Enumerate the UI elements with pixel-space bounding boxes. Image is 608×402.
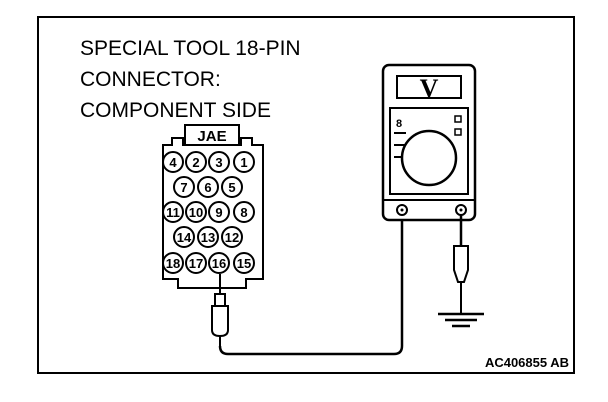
pin-2	[185, 151, 207, 173]
pin-label: 2	[192, 155, 199, 170]
pin-label: 10	[189, 205, 203, 220]
pin-13	[197, 226, 219, 248]
probe-lead-ground	[453, 215, 469, 306]
pin-row-4: 14 13 12	[173, 226, 243, 248]
probe-handle	[453, 245, 469, 283]
meter-display-symbol: V	[420, 74, 439, 103]
pin-12	[221, 226, 243, 248]
caption-line-1: SPECIAL TOOL 18-PIN	[80, 37, 301, 60]
pin-10	[185, 201, 207, 223]
connector-18-pin: JAE 4 2 3 1 7 6 5 11	[162, 124, 264, 289]
pin-label: 7	[180, 180, 187, 195]
pin-8	[233, 201, 255, 223]
pin-label: 5	[228, 180, 235, 195]
meter-selector-dial	[400, 129, 458, 187]
pin-label: 8	[240, 205, 247, 220]
diagram-frame	[37, 16, 575, 374]
pin-3	[208, 151, 230, 173]
pin-7	[173, 176, 195, 198]
caption-line-2: CONNECTOR:	[80, 68, 221, 91]
pin-6	[197, 176, 219, 198]
test-lead-wire	[218, 210, 404, 356]
figure-id: AC406855 AB	[482, 355, 571, 370]
pin-label: 17	[189, 256, 203, 271]
pin-5	[221, 176, 243, 198]
pin-11	[162, 201, 184, 223]
pin-label: 11	[166, 205, 180, 220]
ground-icon	[438, 306, 484, 328]
pin-1	[233, 151, 255, 173]
connector-tab-label: JAE	[197, 128, 226, 145]
pin-label: 12	[225, 230, 239, 245]
pin-row-3: 11 10 9 8	[162, 201, 255, 223]
pin-4	[162, 151, 184, 173]
pin-label: 16	[212, 256, 226, 271]
probe-tip	[214, 293, 226, 307]
pin-label: 13	[201, 230, 215, 245]
meter-indicator-square	[454, 115, 462, 123]
pin-18	[162, 252, 184, 274]
pin-label: 6	[204, 180, 211, 195]
pin-row-5: 18 17 16 15	[162, 252, 255, 274]
pin-label: 9	[215, 205, 222, 220]
pin-14	[173, 226, 195, 248]
pin-label: 15	[237, 256, 251, 271]
meter-display	[396, 75, 462, 99]
meter-indicator-square	[454, 128, 462, 136]
pin-row-2: 7 6 5	[173, 176, 243, 198]
pin-15	[233, 252, 255, 274]
pin-label: 14	[177, 230, 192, 245]
pin-label: 1	[240, 155, 247, 170]
pin-row-1: 4 2 3 1	[162, 151, 255, 173]
pin-17	[185, 252, 207, 274]
pin-9	[208, 201, 230, 223]
caption-line-3: COMPONENT SIDE	[80, 99, 271, 122]
pin-16	[208, 252, 230, 274]
probe-lead-pin	[211, 274, 229, 346]
pin-label: 18	[166, 256, 180, 271]
pin-label: 4	[169, 155, 177, 170]
probe-handle	[211, 305, 229, 338]
pin-label: 3	[215, 155, 222, 170]
meter-scale-mark: 8	[396, 118, 402, 130]
voltmeter: V 8	[381, 63, 477, 222]
